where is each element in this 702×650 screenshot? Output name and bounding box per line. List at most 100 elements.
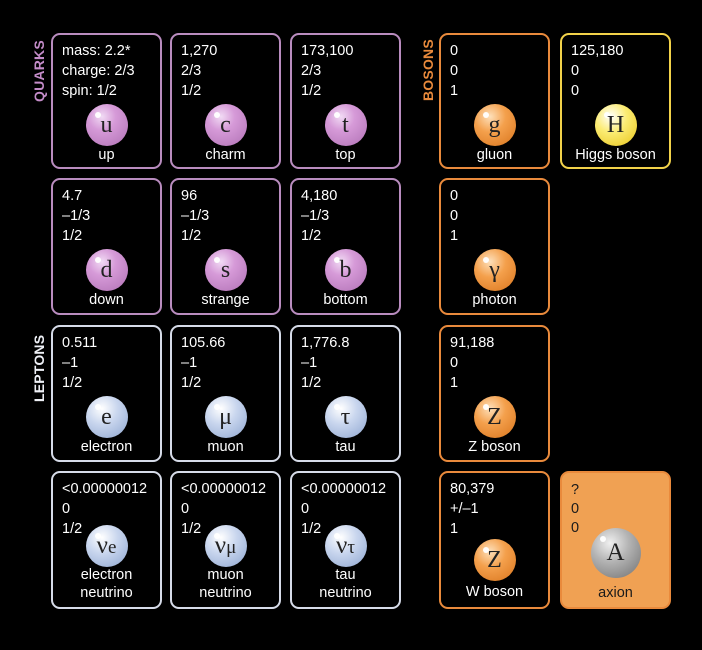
spin-value: 1/2	[181, 521, 202, 537]
mass-value: 1,776.8	[301, 335, 350, 351]
symbol-letter: g	[488, 111, 501, 138]
symbol-letter: c	[220, 111, 231, 138]
symbol-subscript: e	[107, 537, 117, 558]
symbol-letter: ν	[214, 532, 227, 559]
ball-highlight	[94, 112, 101, 118]
particle-symbol-ball: e	[85, 396, 128, 438]
particle-name-line: top	[335, 147, 356, 163]
ball-highlight	[94, 257, 101, 263]
particle-symbol-ball: g	[473, 104, 516, 146]
charge-value: –1	[62, 355, 79, 371]
spin-value: 1/2	[301, 83, 322, 99]
particle-symbol-ball: Z	[473, 539, 516, 581]
ball-highlight	[94, 404, 101, 410]
particle-properties: <0.00000012 0 1/2	[62, 479, 147, 539]
particle-name-line: down	[89, 292, 124, 308]
spin-value: 0	[571, 520, 580, 536]
particle-symbol: γ	[489, 257, 500, 284]
charge-value: 0	[450, 355, 459, 371]
ball-highlight	[599, 536, 606, 542]
spin-value: 1/2	[301, 228, 322, 244]
symbol-letter: A	[606, 539, 625, 566]
mass-value: 4.7	[62, 188, 83, 204]
particle-name: Higgs boson	[562, 146, 669, 164]
particle-symbol-ball: μ	[204, 396, 247, 438]
spin-value: 1/2	[62, 375, 83, 391]
particle-name-line-2: neutrino	[199, 585, 252, 601]
mass-value: 105.66	[181, 335, 226, 351]
particle-symbol-ball: b	[324, 249, 367, 291]
symbol-letter: s	[220, 256, 231, 283]
particle-name: muon	[172, 438, 279, 456]
particle-symbol-ball: Z	[473, 396, 516, 438]
charge-value: 0	[450, 208, 459, 224]
particle-name-line: tau	[335, 439, 356, 455]
charge-value: 0	[62, 501, 71, 517]
particle-name: photon	[441, 291, 548, 309]
particle-name-line: muon	[207, 439, 244, 455]
particle-symbol: u	[101, 112, 113, 139]
ball-highlight	[333, 533, 340, 539]
particle-symbol: g	[489, 112, 501, 139]
particle-symbol-ball: ντ	[324, 525, 367, 567]
spin-value: 1/2	[181, 83, 202, 99]
symbol-letter: Z	[487, 403, 502, 430]
particle-name-line: bottom	[323, 292, 368, 308]
ball-highlight	[333, 112, 340, 118]
particle-name: up	[53, 146, 160, 164]
symbol-letter: d	[100, 256, 113, 283]
ball-highlight	[213, 404, 220, 410]
charge-value: –1/3	[301, 208, 330, 224]
symbol-letter: t	[342, 111, 349, 138]
particle-name-line: electron	[80, 439, 133, 455]
particle-name: gluon	[441, 146, 548, 164]
particle-name-line: gluon	[476, 147, 513, 163]
mass-value: 1,270	[181, 43, 218, 59]
mass-value: <0.00000012	[62, 481, 148, 497]
charge-value: –1/3	[181, 208, 210, 224]
ball-highlight	[482, 404, 489, 410]
particle-name-line: strange	[201, 292, 250, 308]
mass-value: 91,188	[450, 335, 495, 351]
particle-symbol: e	[101, 404, 112, 431]
spin-value: 1	[450, 521, 459, 537]
particle-name-line: charm	[205, 147, 246, 163]
particle-name: tau	[292, 438, 399, 456]
particle-name: bottom	[292, 291, 399, 309]
ball-highlight	[482, 112, 489, 118]
particle-symbol: d	[101, 257, 113, 284]
symbol-letter: b	[339, 256, 352, 283]
spin-value: 0	[571, 83, 580, 99]
symbol-letter: e	[101, 403, 112, 430]
leptons-group-label: LEPTONS	[31, 334, 47, 402]
particle-symbol: c	[220, 112, 231, 139]
particle-name-line: Z boson	[468, 439, 521, 455]
spin-value: 1/2	[62, 521, 83, 537]
mass-value: 0	[450, 188, 459, 204]
ball-highlight	[213, 533, 220, 539]
symbol-subscript: τ	[347, 537, 355, 558]
charge-value: 0	[181, 501, 190, 517]
particle-name: down	[53, 291, 160, 309]
charge-value: 2/3	[301, 63, 322, 79]
spin-value: spin: 1/2	[62, 83, 117, 99]
particle-symbol-ball: u	[85, 104, 128, 146]
